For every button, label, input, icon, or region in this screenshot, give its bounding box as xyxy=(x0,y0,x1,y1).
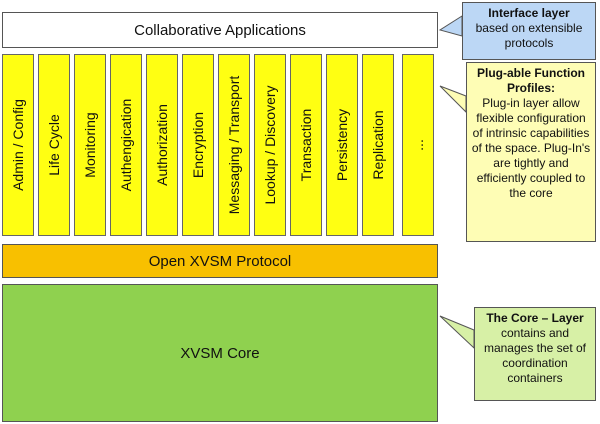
callout-body: contains and manages the set of coordina… xyxy=(483,326,587,385)
callout-title: Interface layer xyxy=(488,6,570,20)
protocol-label: Open XVSM Protocol xyxy=(148,252,292,270)
plugins-callout-pointer xyxy=(439,85,467,114)
plugin-more: ... xyxy=(402,54,434,236)
interface-callout-pointer xyxy=(438,15,463,37)
xvsm-core-layer: XVSM Core xyxy=(2,284,438,422)
plugin-messaging-transport: Messaging / Transport xyxy=(218,54,250,236)
plugin-encryption: Encryption xyxy=(182,54,214,236)
plugin-authorization: Authorization xyxy=(146,54,178,236)
callout-body: Plug-in layer allow flexible configurati… xyxy=(471,96,591,200)
plugin-admin-config: Admin / Config xyxy=(2,54,34,236)
plugin-persistency: Persistency xyxy=(326,54,358,236)
collaborative-applications-layer: Collaborative Applications xyxy=(2,12,438,48)
plugin-life-cycle: Life Cycle xyxy=(38,54,70,236)
core-label: XVSM Core xyxy=(180,344,260,362)
plugin-lookup-discovery: Lookup / Discovery xyxy=(254,54,286,236)
plugin-monitoring: Monitoring xyxy=(74,54,106,236)
callout-title: Plug-able Function Profiles: xyxy=(477,66,585,95)
plugin-authentication: Authengication xyxy=(110,54,142,236)
plugin-transaction: Transaction xyxy=(290,54,322,236)
applications-label: Collaborative Applications xyxy=(134,21,306,39)
core-callout-pointer xyxy=(439,315,475,350)
interface-layer-callout: Interface layer based on extensible prot… xyxy=(462,2,596,60)
plugin-profiles-callout: Plug-able Function Profiles: Plug-in lay… xyxy=(466,62,596,242)
callout-body: based on extensible protocols xyxy=(475,21,583,50)
plugin-replication: Replication xyxy=(362,54,394,236)
callout-title: The Core – Layer xyxy=(486,311,584,325)
open-xvsm-protocol-layer: Open XVSM Protocol xyxy=(2,244,438,278)
core-layer-callout: The Core – Layer contains and manages th… xyxy=(474,307,596,401)
